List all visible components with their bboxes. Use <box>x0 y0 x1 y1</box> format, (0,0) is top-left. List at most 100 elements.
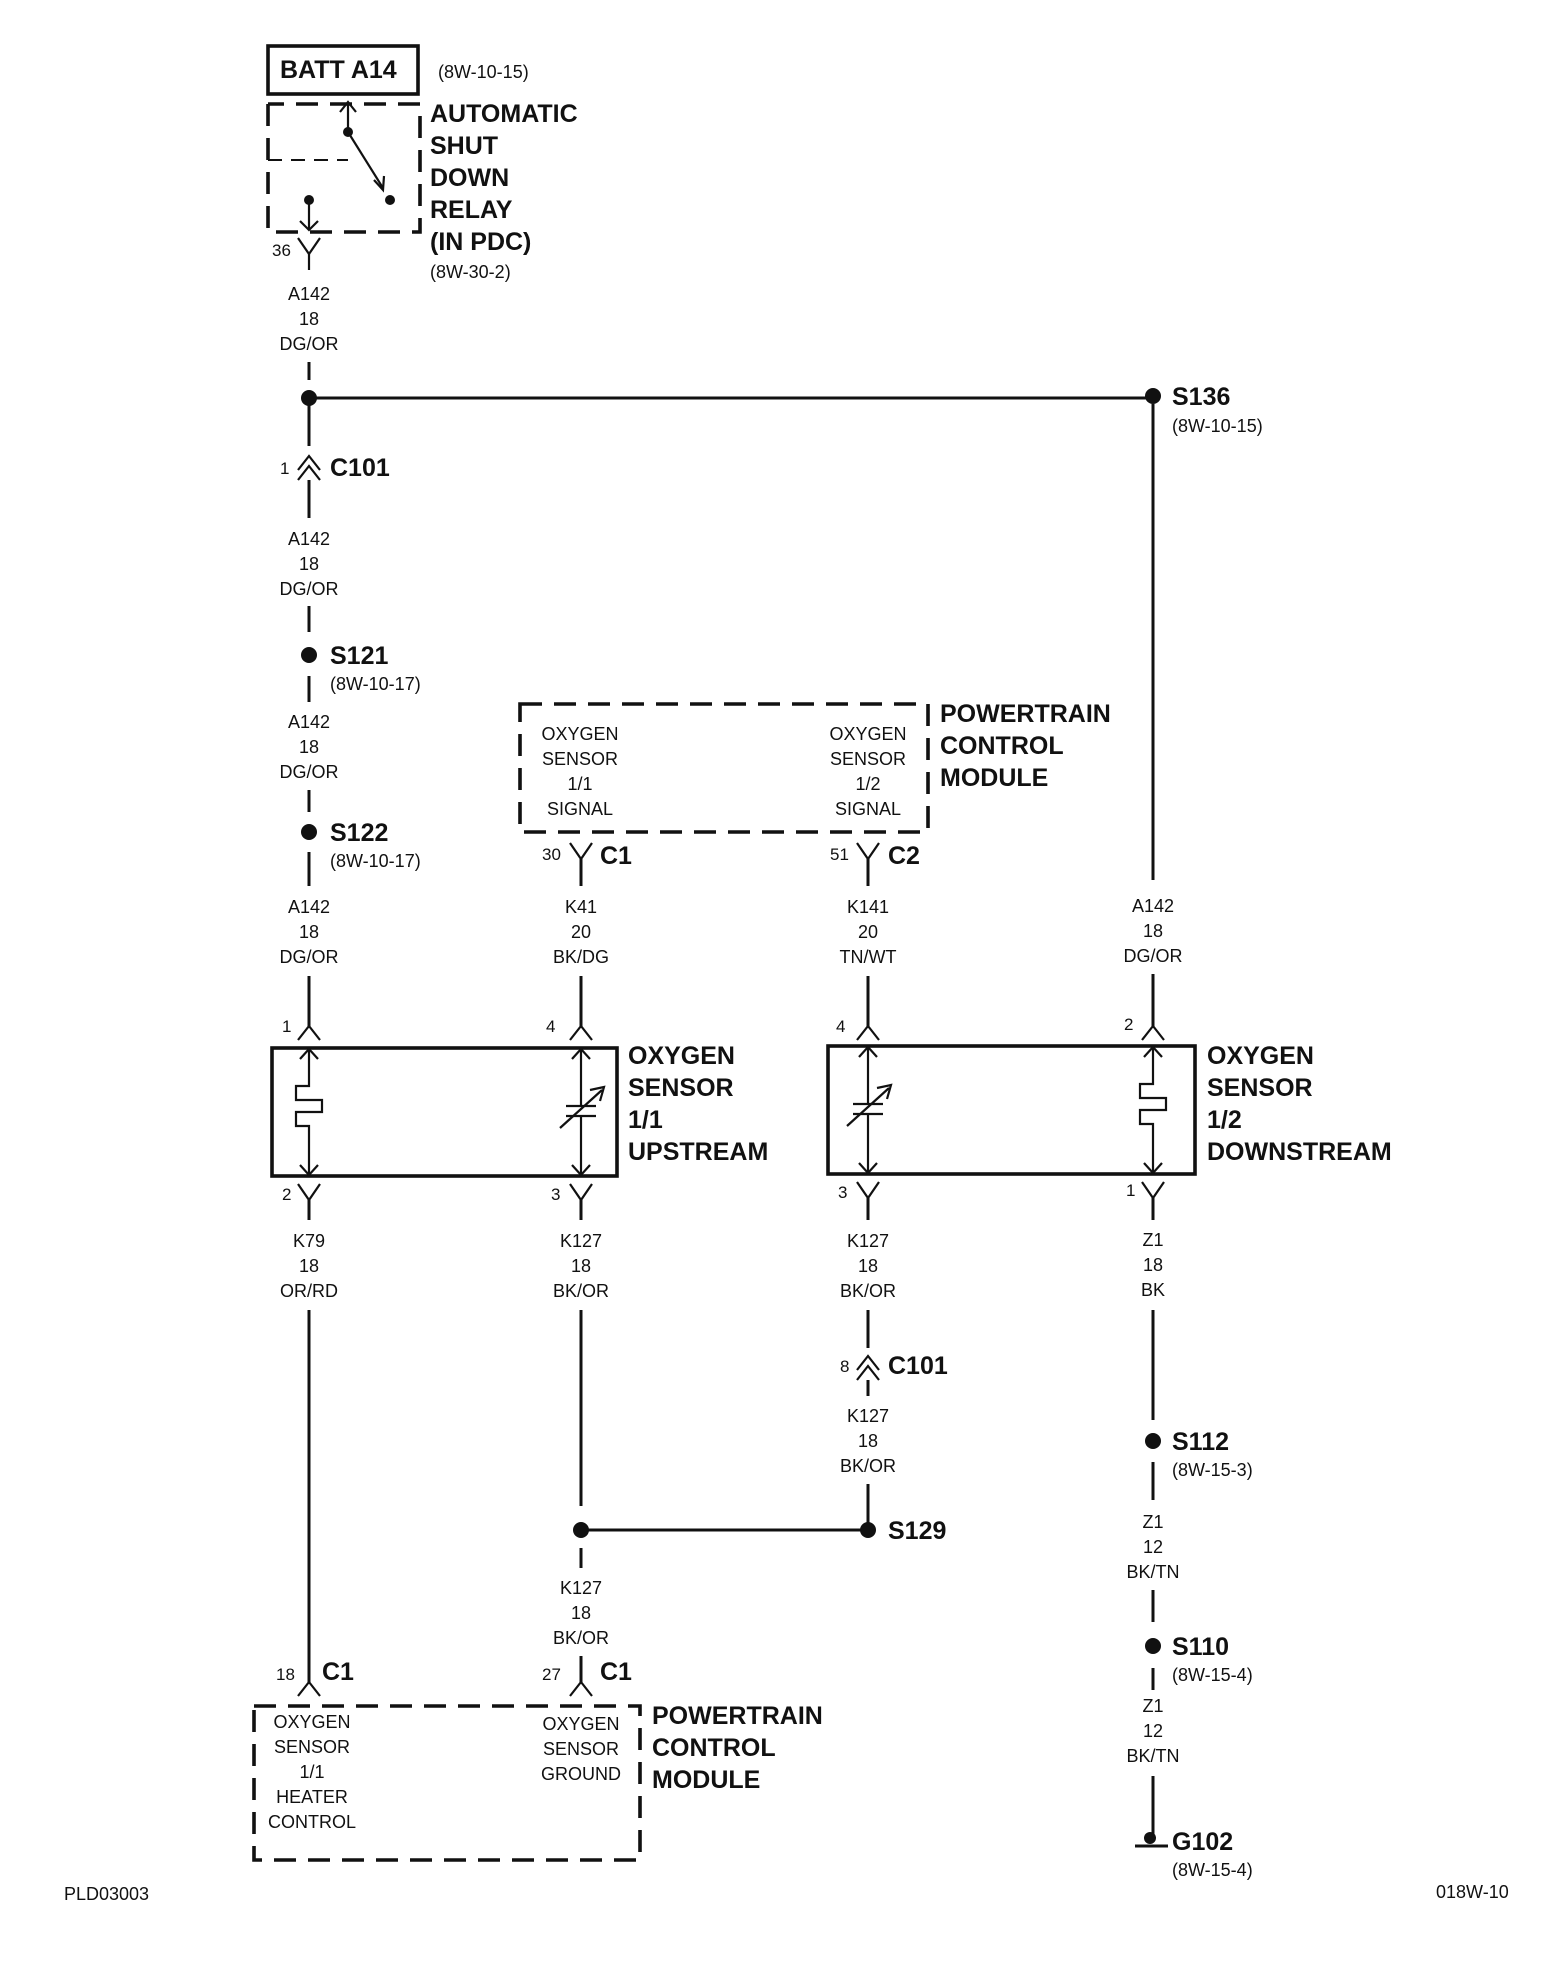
asd-title-line5: (IN PDC) <box>430 228 531 256</box>
pcm-top-right-line4: SIGNAL <box>835 799 901 819</box>
wire-k41: K41 20 BK/DG <box>553 859 609 1028</box>
asd-relay: AUTOMATIC SHUT DOWN RELAY (IN PDC) (8W-3… <box>266 100 578 282</box>
pcm-bottom-pin-18: 18 <box>276 1665 295 1684</box>
pcm-bottom-right-line3: GROUND <box>541 1764 621 1784</box>
splice-s121-ref: (8W-10-17) <box>330 674 421 694</box>
splice-s121: S121 (8W-10-17) A142 18 DG/OR <box>279 642 421 812</box>
pcm-bottom-pin-27: 27 <box>542 1665 561 1684</box>
pcm-top-conn-c2: C2 <box>888 842 920 870</box>
pcm-top-pin-30: 30 <box>542 845 561 864</box>
wire-label: BK/OR <box>553 1628 609 1648</box>
asd-ref: (8W-30-2) <box>430 262 511 282</box>
wire-label: K127 <box>560 1578 602 1598</box>
sensor-down-pin-4: 4 <box>836 1017 845 1036</box>
sensor-down-title-line4: DOWNSTREAM <box>1207 1138 1392 1166</box>
pcm-bottom-module: 18 C1 27 C1 OXYGEN SENSOR 1/1 HEATER CON… <box>252 1658 823 1862</box>
sensor-up-title-line4: UPSTREAM <box>628 1138 768 1166</box>
splice-s122-ref: (8W-10-17) <box>330 851 421 871</box>
wire-label: K127 <box>847 1231 889 1251</box>
pcm-top-pin-51: 51 <box>830 845 849 864</box>
pcm-bottom-title-line3: MODULE <box>652 1766 760 1794</box>
wire-label: BK/DG <box>553 947 609 967</box>
wire-label: 18 <box>299 554 319 574</box>
wire-k127-downstream: K127 18 BK/OR 8 C101 K127 18 BK/OR <box>840 1198 948 1530</box>
wire-z1-ground: Z1 18 BK S112 (8W-15-3) Z1 12 BK/TN S110… <box>1126 1198 1253 1880</box>
pcm-top-right-line2: SENSOR <box>830 749 906 769</box>
splice-s110-label: S110 <box>1172 1633 1229 1661</box>
wire-label: BK/OR <box>840 1281 896 1301</box>
asd-title-line1: AUTOMATIC <box>430 100 578 128</box>
wire-label: 12 <box>1143 1721 1163 1741</box>
wire-label: DG/OR <box>279 762 338 782</box>
wire-label: K127 <box>560 1231 602 1251</box>
pcm-top-title-line1: POWERTRAIN <box>940 700 1111 728</box>
batt-label: BATT A14 <box>280 56 397 84</box>
splice-s122: S122 (8W-10-17) A142 18 DG/OR <box>279 819 421 1028</box>
wire-label: K79 <box>293 1231 325 1251</box>
asd-title-line3: DOWN <box>430 164 509 192</box>
oxygen-sensor-downstream: 4 2 OXYGEN SENSOR 1/2 DOWNSTREAM 3 1 <box>826 1015 1392 1202</box>
pcm-top-module: OXYGEN SENSOR 1/1 SIGNAL OXYGEN SENSOR 1… <box>518 700 1111 870</box>
wire-label: 18 <box>299 922 319 942</box>
wire-label: DG/OR <box>1123 946 1182 966</box>
pcm-bottom-left-line1: OXYGEN <box>273 1712 350 1732</box>
wire-label: K41 <box>565 897 597 917</box>
pcm-top-left-line4: SIGNAL <box>547 799 613 819</box>
splice-s136-dot <box>1145 388 1161 404</box>
pcm-bottom-title-line2: CONTROL <box>652 1734 776 1762</box>
connector-c101-top: 1 C101 A142 18 DG/OR <box>279 454 390 632</box>
wire-label: OR/RD <box>280 1281 338 1301</box>
pcm-bottom-left-line5: CONTROL <box>268 1812 356 1832</box>
batt-a14-source: BATT A14 (8W-10-15) <box>266 44 529 96</box>
pcm-bottom-conn-c1-left: C1 <box>322 1658 354 1686</box>
wire-label: DG/OR <box>279 579 338 599</box>
wire-label: K127 <box>847 1406 889 1426</box>
wire-label: BK/OR <box>553 1281 609 1301</box>
pcm-bottom-left-line3: 1/1 <box>299 1762 324 1782</box>
sensor-up-title-line1: OXYGEN <box>628 1042 735 1070</box>
oxygen-sensor-upstream: 1 4 OXYGEN SENSOR 1/1 UPSTREAM 2 3 <box>270 1017 768 1204</box>
asd-title-line4: RELAY <box>430 196 513 224</box>
sensor-up-title-line3: 1/1 <box>628 1106 663 1134</box>
splice-s112-ref: (8W-15-3) <box>1172 1460 1253 1480</box>
wire-label: A142 <box>288 712 330 732</box>
splice-s121-label: S121 <box>330 642 388 670</box>
wire-label: A142 <box>288 897 330 917</box>
wire-label: 20 <box>858 922 878 942</box>
sensor-up-pin-1: 1 <box>282 1017 291 1036</box>
wire-label: 18 <box>1143 1255 1163 1275</box>
pcm-top-left-line2: SENSOR <box>542 749 618 769</box>
wire-label: 12 <box>1143 1537 1163 1557</box>
wire-label: Z1 <box>1142 1512 1163 1532</box>
asd-pin-36: 36 <box>272 241 291 260</box>
splice-s110-ref: (8W-15-4) <box>1172 1665 1253 1685</box>
wire-label: K141 <box>847 897 889 917</box>
wire-k141: K141 20 TN/WT <box>840 859 896 1028</box>
wire-label: 18 <box>299 1256 319 1276</box>
sensor-down-pin-2: 2 <box>1124 1015 1133 1034</box>
c101-mid-label: C101 <box>888 1352 948 1380</box>
wire-label: BK/TN <box>1126 1746 1179 1766</box>
wire-label: 18 <box>858 1256 878 1276</box>
splice-s112-label: S112 <box>1172 1428 1229 1456</box>
splice-s136-branch: S136 (8W-10-15) <box>301 383 1263 880</box>
pcm-bottom-title-line1: POWERTRAIN <box>652 1702 823 1730</box>
wire-label: 18 <box>571 1256 591 1276</box>
wire-label: DG/OR <box>279 947 338 967</box>
sensor-down-pin-3: 3 <box>838 1183 847 1202</box>
wire-k127-upstream: K127 18 BK/OR <box>553 1200 609 1506</box>
sensor-down-title-line2: SENSOR <box>1207 1074 1313 1102</box>
pcm-bottom-left-line2: SENSOR <box>274 1737 350 1757</box>
pcm-top-title-line2: CONTROL <box>940 732 1064 760</box>
sensor-up-pin-2: 2 <box>282 1185 291 1204</box>
sensor-down-title-line3: 1/2 <box>1207 1106 1242 1134</box>
splice-s122-label: S122 <box>330 819 388 847</box>
splice-s129: S129 K127 18 BK/OR <box>553 1517 946 1684</box>
pcm-bottom-right-line2: SENSOR <box>543 1739 619 1759</box>
sensor-down-pin-1: 1 <box>1126 1181 1135 1200</box>
wire-label: 18 <box>1143 921 1163 941</box>
wire-label: BK/OR <box>840 1456 896 1476</box>
ground-g102-label: G102 <box>1172 1828 1233 1856</box>
wire-label: A142 <box>288 529 330 549</box>
